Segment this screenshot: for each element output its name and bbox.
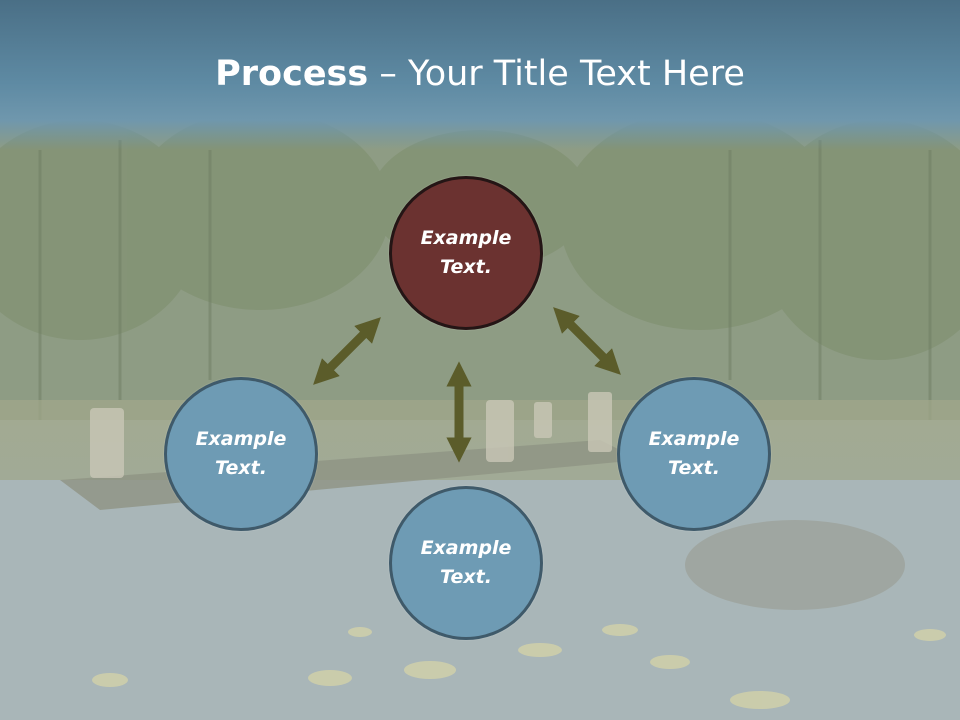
arrow-top-left [313,317,381,385]
process-node-top-label: Example Text. [420,227,512,278]
process-node-left: Example Text. [164,377,318,531]
process-node-left-label: Example Text. [195,428,287,479]
slide-title: Process – Your Title Text Here [0,52,960,96]
title-rest: – Your Title Text Here [368,54,745,94]
process-node-right-label: Example Text. [648,428,740,479]
arrow-top-right [553,307,621,375]
process-node-right: Example Text. [617,377,771,531]
title-bold: Process [215,54,369,94]
process-node-top: Example Text. [389,176,543,330]
process-node-bottom-label: Example Text. [420,537,512,588]
title-bar [0,0,960,150]
process-node-bottom: Example Text. [389,486,543,640]
